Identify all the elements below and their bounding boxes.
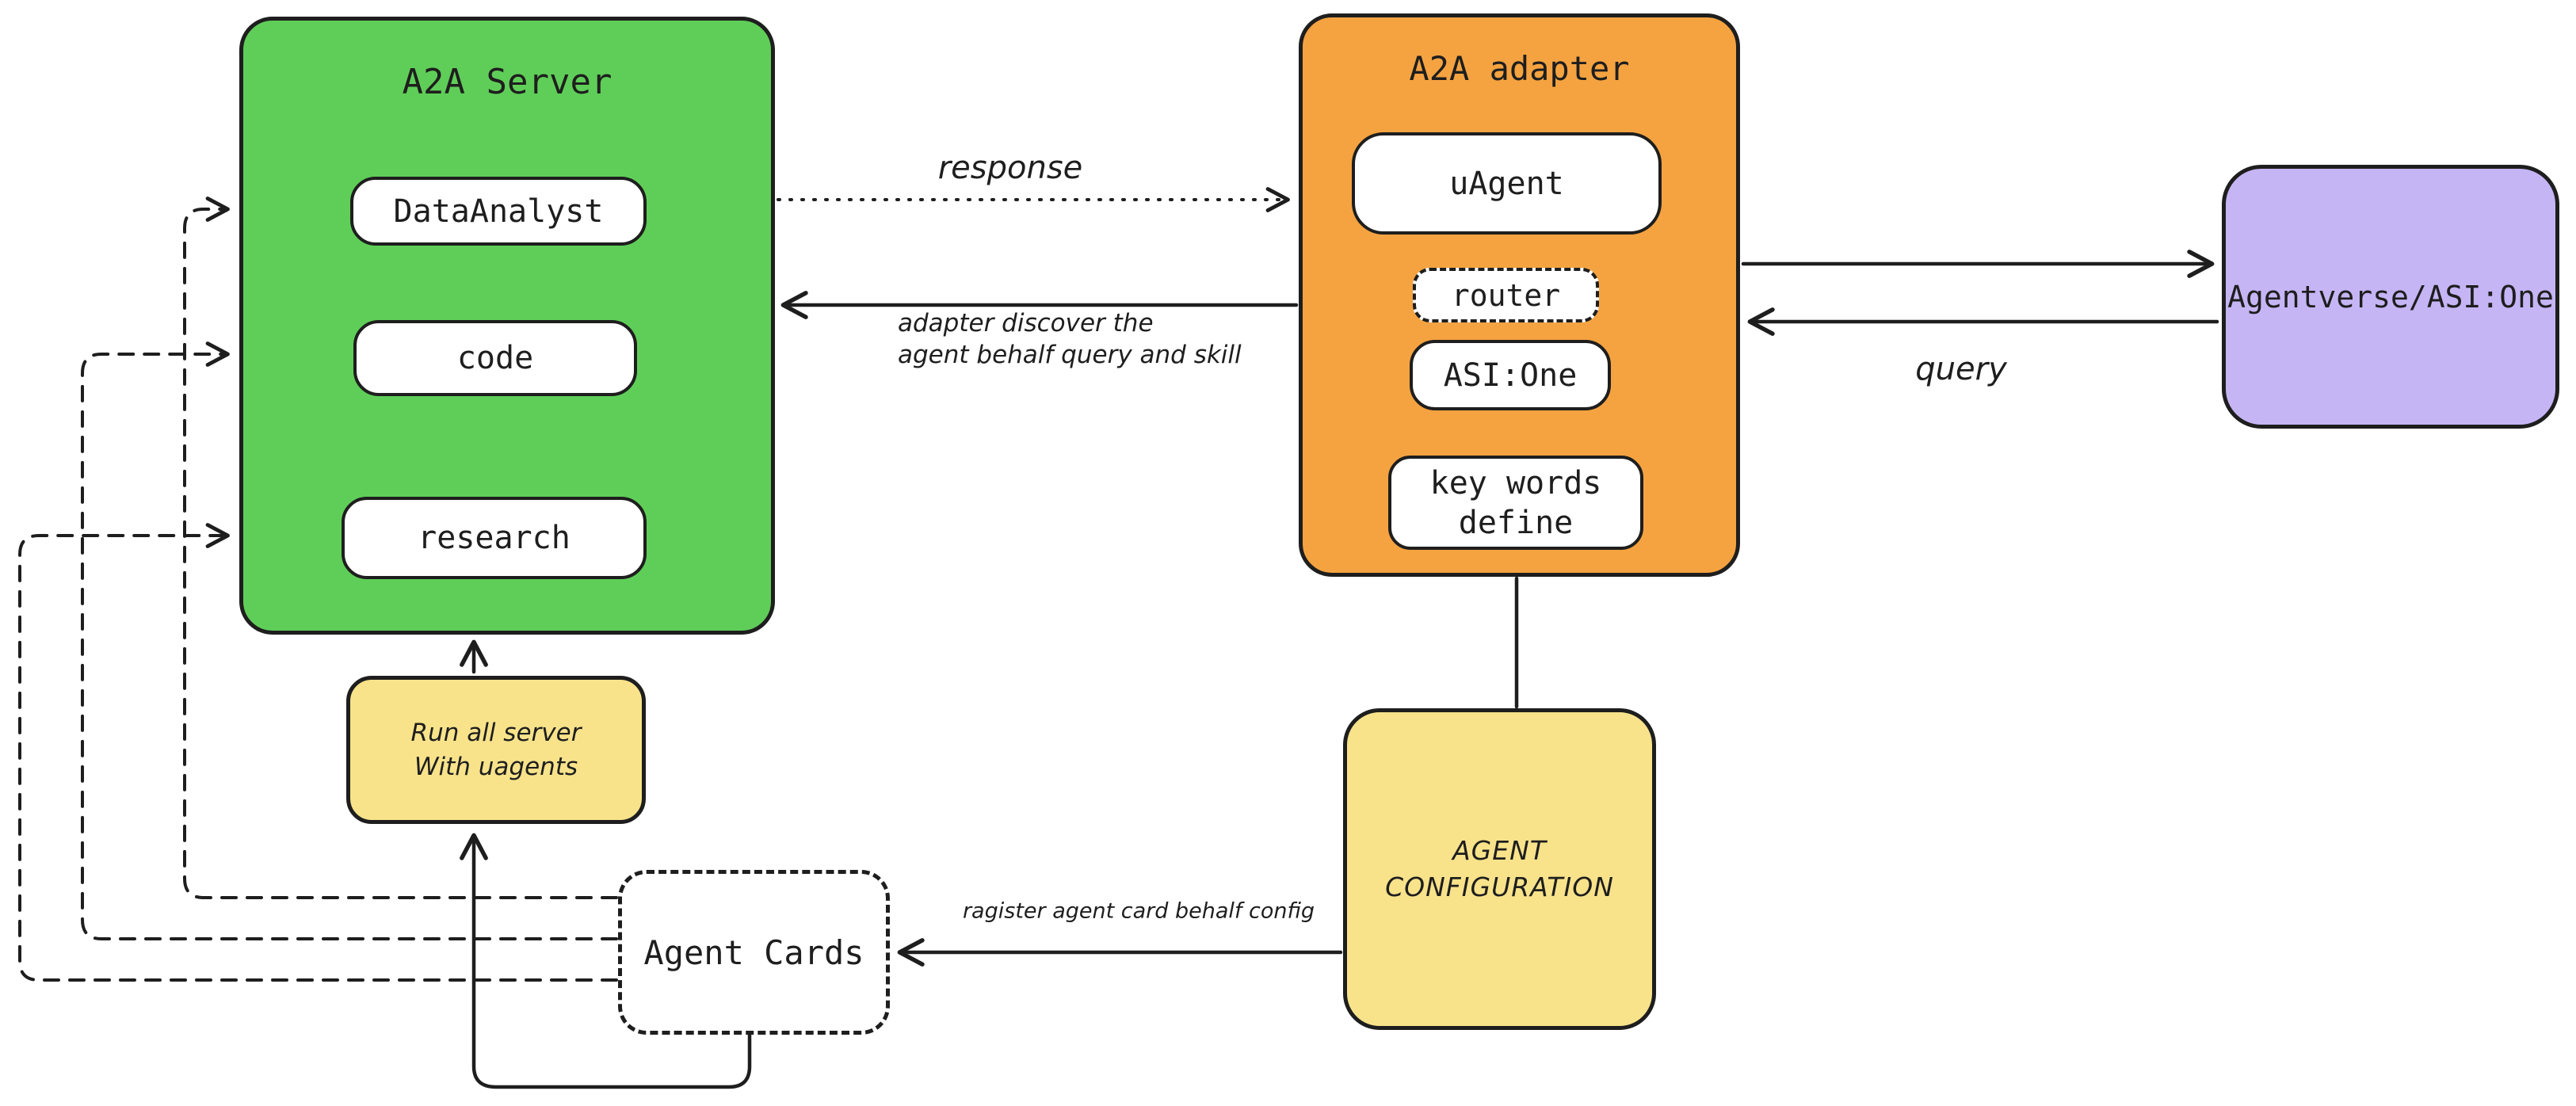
- agent-chip-code: code: [353, 320, 637, 396]
- router-chip: router: [1413, 268, 1599, 322]
- agent-cards-label: Agent Cards: [643, 932, 864, 972]
- run-all-server-box: Run all server With uagents: [346, 676, 646, 824]
- agent-cards-box: Agent Cards: [618, 870, 890, 1035]
- a2a-server-title: A2A Server: [402, 62, 613, 102]
- label-register: ragister agent card behalf config: [962, 898, 1315, 924]
- agent-configuration-line1: AGENT: [1452, 835, 1547, 866]
- agentverse-box: Agentverse/ASI:One: [2222, 165, 2559, 429]
- run-all-line2: With uagents: [414, 752, 578, 781]
- a2a-server-box: A2A Server DataAnalyst code research: [239, 17, 775, 635]
- uagent-chip: uAgent: [1352, 132, 1662, 235]
- asi-one-chip: ASI:One: [1410, 340, 1611, 410]
- run-all-line1: Run all server: [410, 718, 582, 747]
- keywords-line1: key words: [1429, 464, 1602, 502]
- label-response: response: [937, 150, 1083, 186]
- keywords-chip: key words define: [1388, 456, 1643, 550]
- keywords-line2: define: [1458, 504, 1574, 541]
- agent-chip-research: research: [342, 497, 647, 579]
- a2a-adapter-title: A2A adapter: [1409, 49, 1630, 88]
- dashed-arrow-cards-to-research: [18, 523, 618, 982]
- label-query: query: [1915, 351, 2007, 387]
- a2a-adapter-box: A2A adapter uAgent router ASI:One key wo…: [1299, 13, 1740, 577]
- label-discover-line2: agent behalf query and skill: [898, 341, 1242, 369]
- arrow-cards-to-run: [460, 833, 752, 1089]
- dashed-arrow-cards-to-code: [81, 341, 618, 940]
- agent-configuration-box: AGENT CONFIGURATION: [1343, 708, 1656, 1030]
- agentverse-label: Agentverse/ASI:One: [2227, 279, 2554, 315]
- agent-chip-dataanalyst: DataAnalyst: [350, 177, 647, 246]
- dashed-arrow-cards-to-dataanalyst: [183, 196, 618, 899]
- agent-configuration-line2: CONFIGURATION: [1385, 871, 1614, 902]
- label-discover: adapter discover the agent behalf query …: [898, 307, 1242, 371]
- label-discover-line1: adapter discover the: [898, 309, 1154, 338]
